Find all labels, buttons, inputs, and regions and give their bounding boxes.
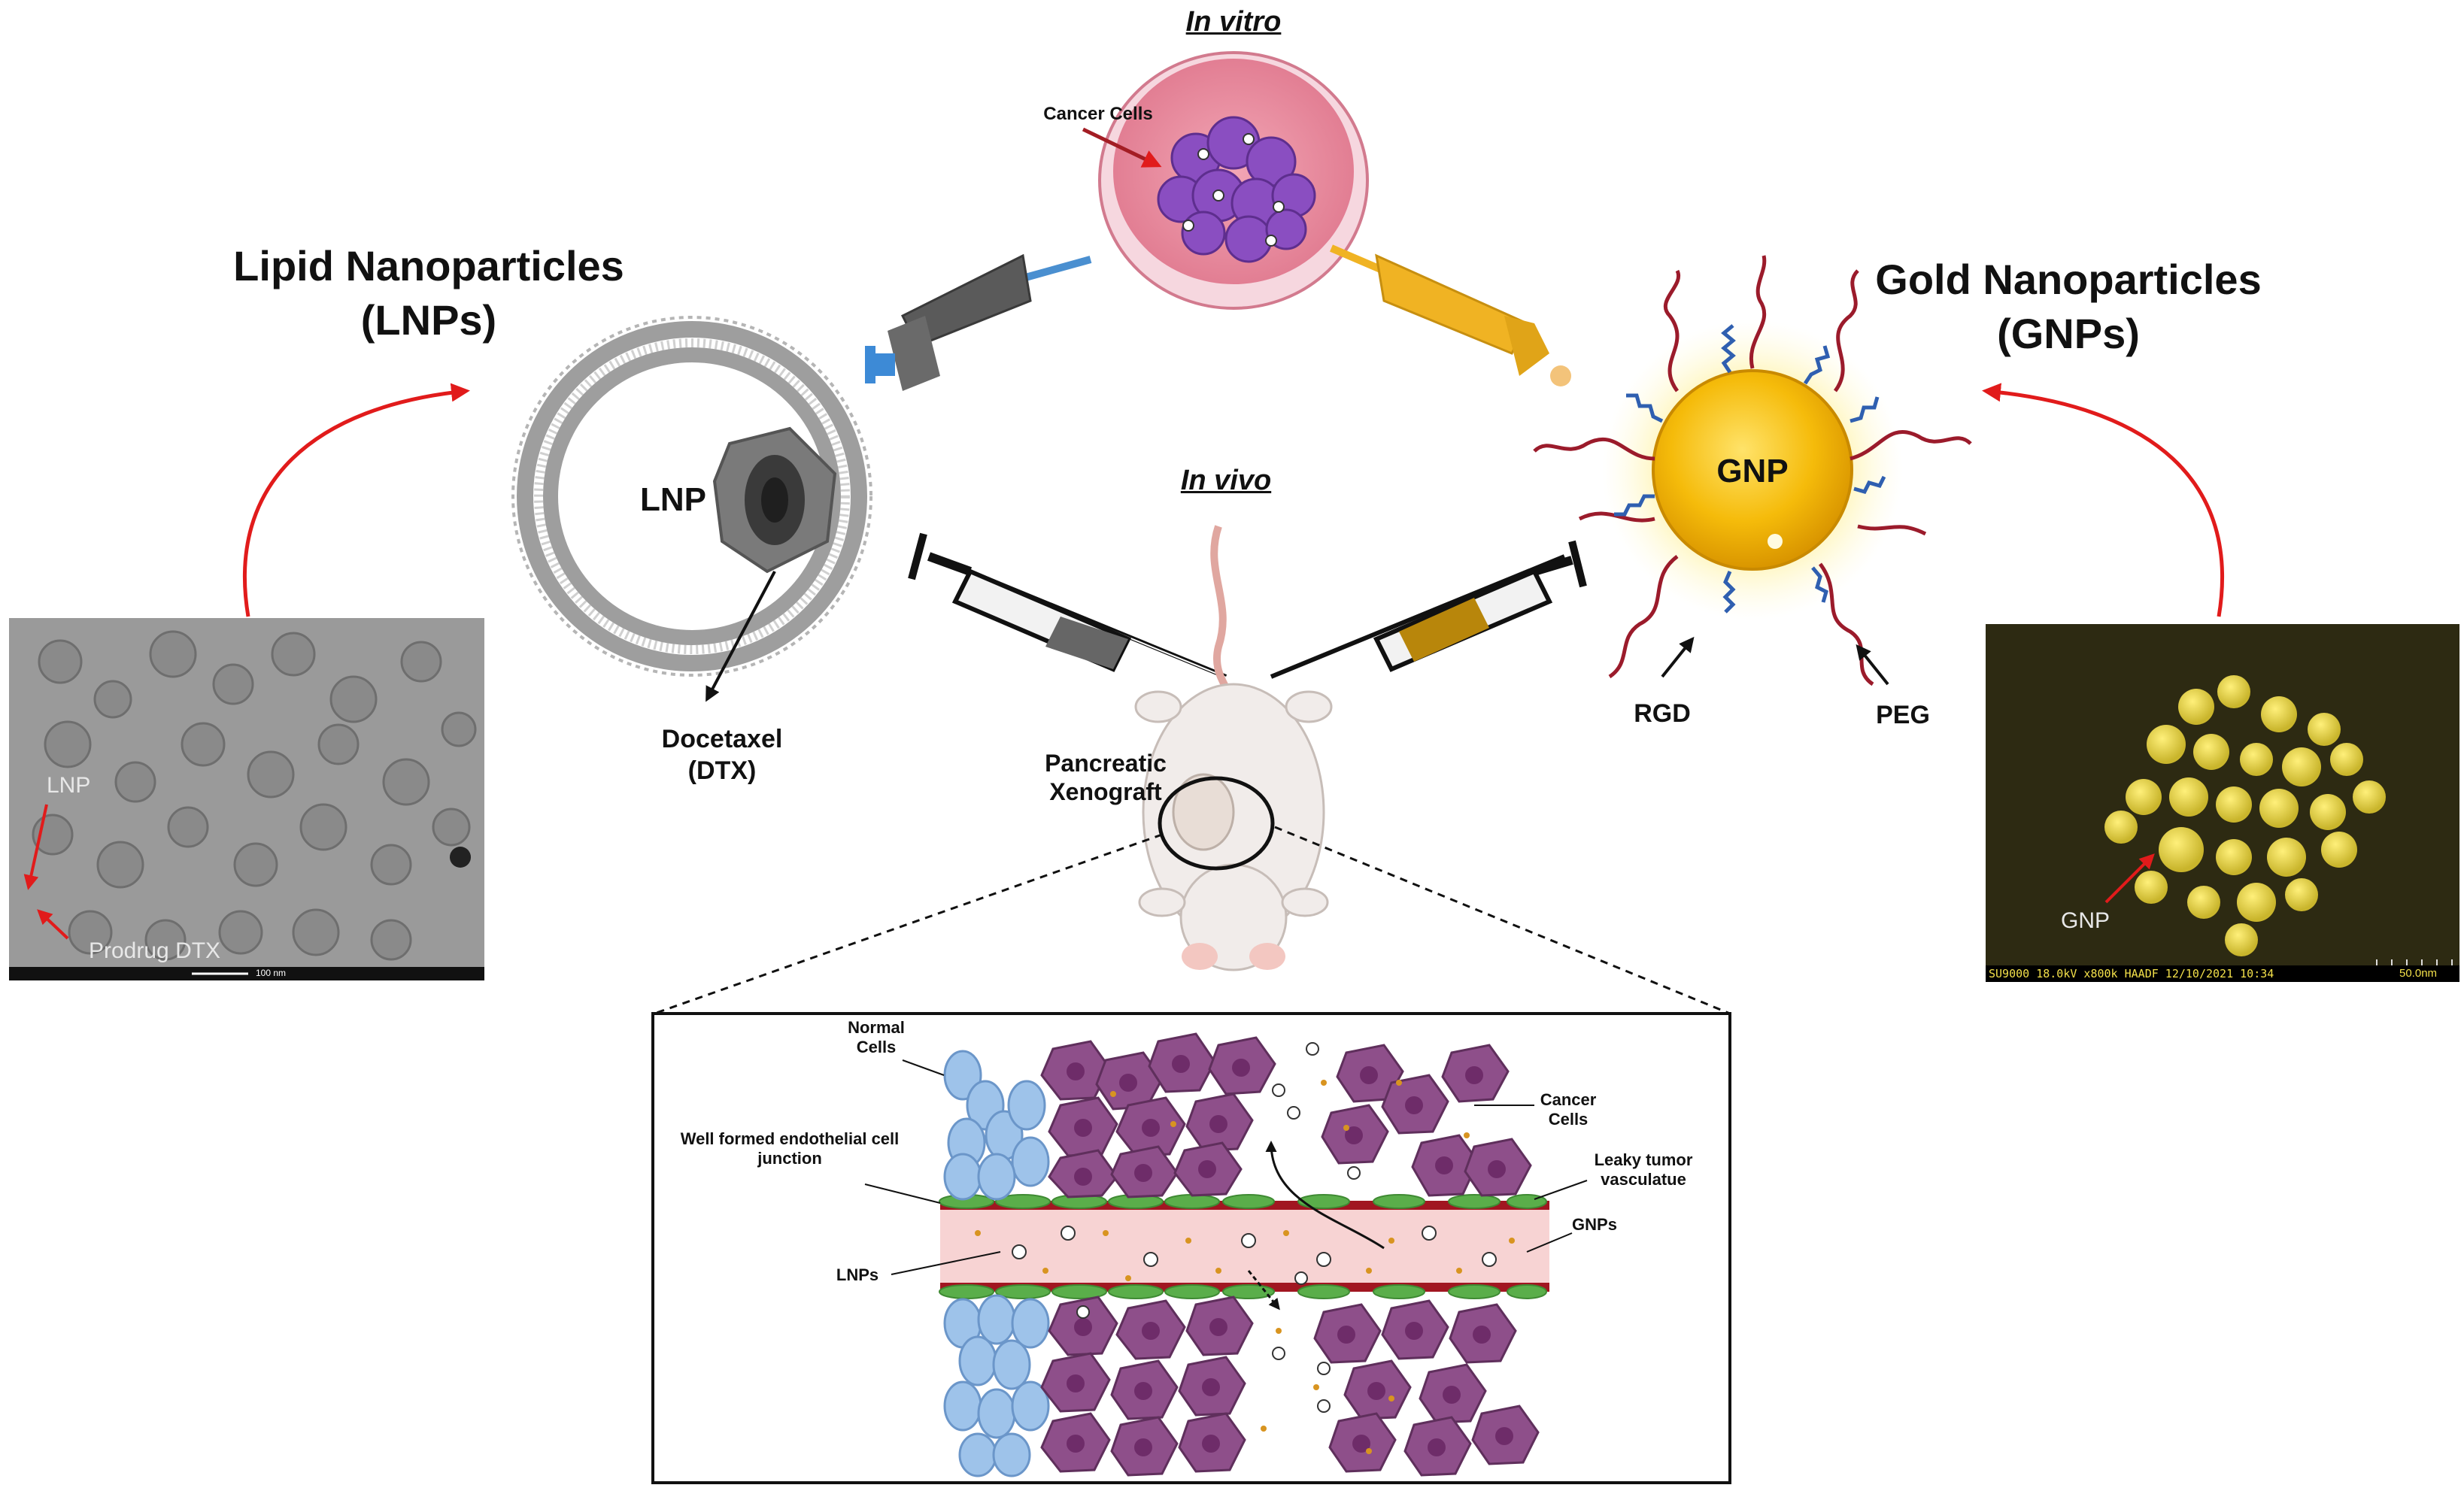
gnp-illustration <box>1533 255 1972 686</box>
micro-gnp-label: GNP <box>2061 908 2110 933</box>
inset-lnps-label: LNPs <box>836 1265 879 1284</box>
tumor-inset <box>651 1012 1731 1484</box>
lnp-illustration <box>511 316 872 702</box>
normal-cells-label-2: Cells <box>856 1038 897 1056</box>
micro-lnp-scale: 100 nm <box>256 968 287 978</box>
gnp-title: Gold Nanoparticles <box>1875 256 2262 303</box>
gnp-micrograph <box>1986 624 2459 982</box>
micro-gnp-scale: 50.0nm <box>2399 967 2438 980</box>
docetaxel-label: Docetaxel <box>661 725 783 753</box>
normal-cells-label-1: Normal <box>848 1018 905 1037</box>
pipette-left <box>865 253 1092 391</box>
junction-label-1: Well formed endothelial cell <box>680 1129 900 1148</box>
leaky-label-2: vasculatue <box>1601 1170 1686 1189</box>
inset-cancer-label-1: Cancer <box>1540 1090 1597 1109</box>
pancreatic-label: Pancreatic <box>1045 750 1167 777</box>
micro-gnp-info: SU9000 18.0kV x800k HAADF 12/10/2021 10:… <box>1989 967 2274 980</box>
leaky-label-1: Leaky tumor <box>1594 1150 1693 1169</box>
rgd-label: RGD <box>1634 699 1691 728</box>
lnp-title-abbr: (LNPs) <box>360 296 497 344</box>
micro-lnp-label: LNP <box>47 773 91 798</box>
syringe-left <box>908 532 1234 681</box>
petri-dish <box>1082 51 1369 310</box>
in-vivo-title: In vivo <box>1180 465 1272 496</box>
pipette-right <box>1330 244 1571 386</box>
lnp-link-arrow <box>243 383 470 617</box>
mouse <box>1134 525 1333 971</box>
gnp-title-abbr: (GNPs) <box>1997 310 2140 357</box>
dtx-label: (DTX) <box>687 756 757 785</box>
micro-prodrug-label: Prodrug DTX <box>89 938 221 963</box>
xenograft-label: Xenograft <box>1049 778 1162 805</box>
lnp-title: Lipid Nanoparticles <box>233 242 624 289</box>
lnp-center-label: LNP <box>640 481 706 518</box>
in-vitro-title: In vitro <box>1185 6 1282 38</box>
syringe-right <box>1270 540 1587 679</box>
gnp-center-label: GNP <box>1716 453 1789 489</box>
lnp-micrograph <box>9 618 484 980</box>
dish-cancer-cells-label: Cancer Cells <box>1043 104 1153 124</box>
inset-cancer-label-2: Cells <box>1548 1110 1589 1129</box>
junction-label-2: junction <box>757 1149 822 1168</box>
peg-label: PEG <box>1876 701 1930 729</box>
gnp-link-arrow <box>1982 383 2224 617</box>
inset-gnps-label: GNPs <box>1572 1215 1617 1234</box>
